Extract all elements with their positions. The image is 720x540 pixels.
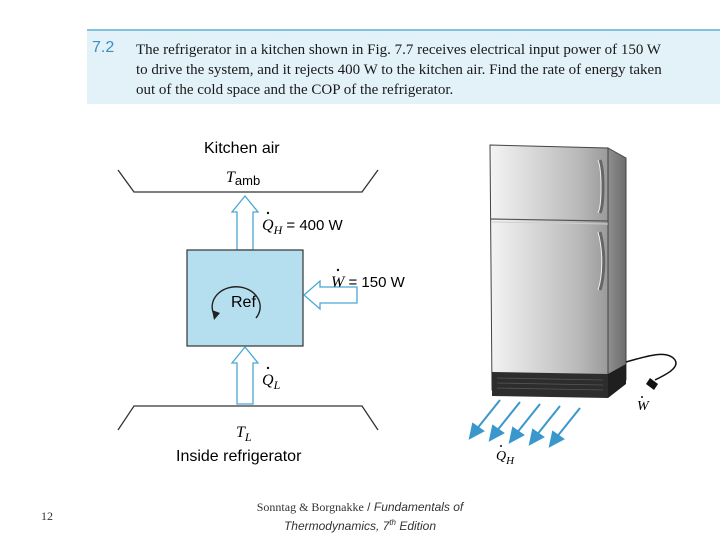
ref-label: Ref (231, 294, 256, 311)
citation-book-line2: Thermodynamics, 7 (283, 519, 390, 533)
cycle-circle (211, 286, 261, 319)
tl-label: TL (236, 424, 252, 444)
refrigerator-box (186, 249, 304, 347)
citation-authors: Sonntag & Borgnakke (256, 500, 364, 514)
inside-refrigerator-label: Inside refrigerator (176, 448, 302, 465)
citation-separator: / (363, 500, 374, 514)
citation: Sonntag & Borgnakke / Fundamentals of Th… (240, 500, 480, 534)
w-dot (336, 268, 340, 272)
problem-line-3: out of the cold space and the COP of the… (136, 82, 454, 98)
fridge-qh-label: QH (496, 449, 515, 467)
ql-arrow (230, 345, 260, 405)
qh-arrow (230, 194, 260, 251)
citation-edition-word: Edition (396, 519, 437, 533)
citation-book-line1: Fundamentals of (373, 500, 464, 514)
t-amb-label: Tamb (226, 169, 260, 188)
fridge-qh-dot (500, 445, 502, 447)
problem-number: 7.2 (92, 39, 115, 56)
band-accent-line (87, 29, 720, 31)
kitchen-air-label: Kitchen air (204, 140, 280, 157)
citation-edition-sup: th (389, 518, 396, 527)
ql-label: QL (262, 372, 281, 392)
w-label: W = 150 W (331, 274, 406, 291)
work-input-arrow (303, 279, 358, 311)
fridge-w-dot (641, 396, 643, 398)
cold-reservoir-line (117, 405, 379, 431)
heat-rejection-arrows (468, 399, 581, 448)
page-number: 12 (41, 509, 53, 523)
problem-line-2: to drive the system, and it rejects 400 … (136, 62, 662, 78)
qh-label: QH = 400 W (262, 217, 344, 237)
qh-dot (266, 211, 270, 215)
ql-dot (266, 366, 270, 370)
problem-statement-band (87, 29, 720, 104)
kitchen-reservoir-line (117, 169, 379, 193)
cycle-arrowhead (212, 310, 220, 320)
problem-line-1: The refrigerator in a kitchen shown in F… (136, 42, 661, 58)
problem-text: The refrigerator in a kitchen shown in F… (136, 40, 716, 100)
refrigerator-illustration (489, 144, 677, 398)
fridge-w-label: W (637, 399, 650, 414)
